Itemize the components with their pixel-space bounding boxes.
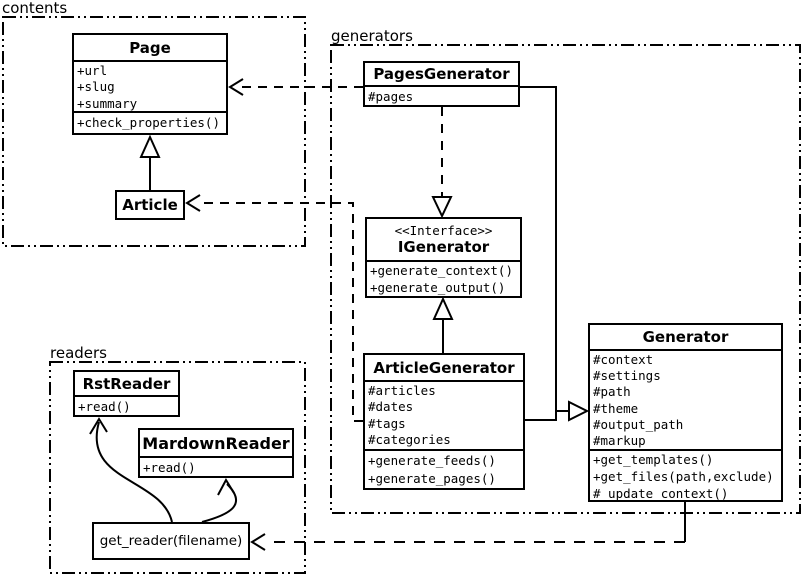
- attribute-row: +url: [77, 63, 108, 78]
- method-row: +generate_context(): [370, 263, 513, 278]
- attributes-section: #context #settings #path #theme #output_…: [590, 351, 781, 451]
- attributes-section: #articles #dates #tags #categories: [365, 382, 523, 451]
- attribute-row: #settings: [593, 368, 661, 384]
- attribute-row: +slug: [77, 79, 115, 95]
- attribute-row: #dates: [368, 399, 414, 415]
- dependency-arrow-pagesgenerator-to-page: [228, 78, 363, 96]
- package-border-contents: [2, 16, 306, 247]
- method-row: +read(): [78, 399, 131, 414]
- class-box-mardown-reader: MardownReader +read(): [138, 428, 294, 478]
- class-name-pages-generator: PagesGenerator: [365, 63, 518, 87]
- class-name-article-generator: ArticleGenerator: [365, 355, 523, 382]
- dependency-arrow-generator-to-getreader: [250, 502, 686, 551]
- methods-section: +get_templates() +get_files(path,exclude…: [590, 451, 781, 502]
- stereotype-label: <<Interface>>: [394, 222, 493, 238]
- attribute-row: #categories: [368, 432, 451, 448]
- attribute-row: #path: [593, 384, 631, 400]
- class-name-mardown-reader: MardownReader: [140, 430, 292, 458]
- arrow-getreader-to-rstreader: [89, 417, 173, 523]
- class-box-rst-reader: RstReader +read(): [73, 370, 180, 417]
- method-row: +check_properties(): [77, 115, 220, 130]
- realization-arrow-pagesgenerator-to-igenerator: [431, 107, 453, 219]
- method-row: #_update_context(): [593, 485, 729, 501]
- arrow-getreader-to-mardownreader: [201, 477, 238, 523]
- methods-section: +read(): [75, 397, 178, 415]
- inheritance-arrow-articlegenerator-to-igenerator: [432, 296, 454, 353]
- method-row: +read(): [143, 460, 196, 475]
- class-name-igenerator: IGenerator: [397, 237, 490, 256]
- function-box-get-reader: get_reader(filename): [92, 522, 250, 560]
- class-name-rst-reader: RstReader: [75, 372, 178, 397]
- methods-section: +generate_context() +generate_output(): [367, 262, 520, 296]
- class-box-article: Article: [115, 190, 185, 220]
- package-label-generators: generators: [331, 27, 413, 45]
- method-row: +get_files(path,exclude): [593, 468, 774, 484]
- inheritance-arrow-article-to-page: [139, 134, 161, 190]
- methods-section: +check_properties(): [74, 113, 226, 132]
- methods-section: +read(): [140, 458, 292, 476]
- class-box-article-generator: ArticleGenerator #articles #dates #tags …: [363, 353, 525, 490]
- package-label-readers: readers: [50, 344, 107, 362]
- method-row: +generate_output(): [370, 279, 506, 295]
- methods-section: +generate_feeds() +generate_pages(): [365, 451, 523, 488]
- class-box-igenerator: <<Interface>> IGenerator +generate_conte…: [365, 217, 522, 298]
- method-row: +get_templates(): [593, 452, 714, 467]
- attributes-section: #pages: [365, 87, 518, 106]
- method-row: +generate_feeds(): [368, 453, 496, 468]
- attributes-section: +url +slug +summary: [74, 62, 226, 113]
- attribute-row: #markup: [593, 433, 646, 449]
- package-label-contents: contents: [2, 0, 68, 17]
- function-name-get-reader: get_reader(filename): [99, 533, 243, 549]
- package-border-readers: [49, 361, 306, 574]
- attribute-row: #context: [593, 352, 654, 367]
- class-header-igenerator: <<Interface>> IGenerator: [367, 219, 520, 262]
- dependency-arrow-articlegenerator-to-article: [185, 194, 363, 422]
- class-name-generator: Generator: [590, 325, 781, 351]
- class-box-page: Page +url +slug +summary +check_properti…: [72, 33, 228, 135]
- attribute-row: #pages: [368, 89, 414, 104]
- class-box-generator: Generator #context #settings #path #them…: [588, 323, 783, 502]
- class-name-page: Page: [74, 35, 226, 62]
- attribute-row: #tags: [368, 415, 406, 431]
- attribute-row: #theme: [593, 400, 639, 416]
- attribute-row: #output_path: [593, 416, 684, 432]
- attribute-row: +summary: [77, 95, 138, 111]
- method-row: +generate_pages(): [368, 471, 496, 486]
- package-border-generators: [330, 44, 801, 514]
- attribute-row: #articles: [368, 383, 436, 398]
- inheritance-arrow-generators-to-generator: [520, 86, 590, 422]
- class-box-pages-generator: PagesGenerator #pages: [363, 61, 520, 107]
- class-name-article: Article: [122, 196, 178, 214]
